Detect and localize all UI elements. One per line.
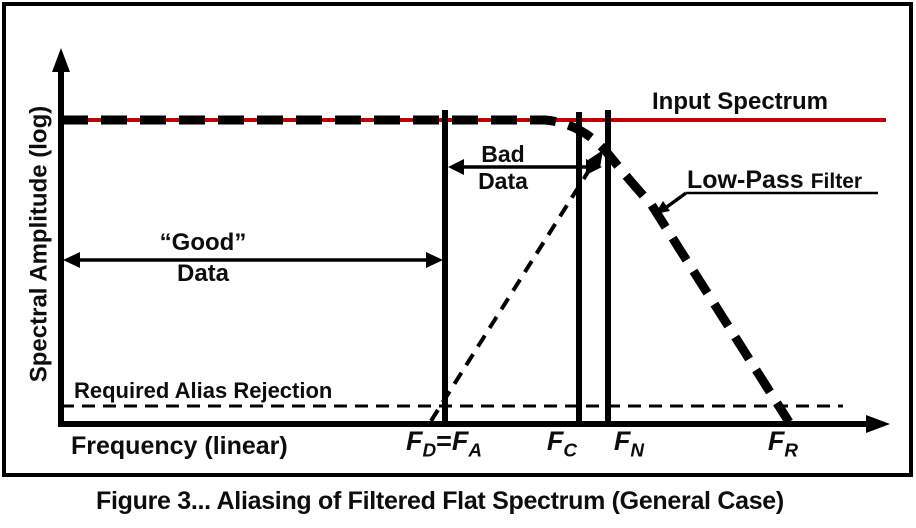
input-spectrum-label: Input Spectrum bbox=[651, 88, 829, 115]
bad-data-arrow-right-icon bbox=[586, 159, 602, 175]
plot-frame bbox=[2, 2, 913, 477]
fn-subscript: N bbox=[630, 440, 645, 462]
bad-data-line1: Bad bbox=[481, 141, 525, 167]
bad-data-line2: Data bbox=[478, 168, 528, 195]
y-axis-label: Spectral Amplitude (log) bbox=[25, 105, 53, 383]
bad-data-label: Bad Data bbox=[478, 142, 528, 193]
fa-symbol: F bbox=[451, 426, 469, 456]
lowpass-label-main: Low-Pass bbox=[687, 166, 804, 194]
y-axis-arrow-icon bbox=[52, 48, 70, 72]
aliased-spectrum-arrow-icon bbox=[588, 150, 603, 168]
fr-symbol: F bbox=[767, 426, 785, 456]
fd-subscript: D bbox=[422, 440, 437, 462]
x-tick-fc: FC bbox=[547, 427, 577, 461]
fr-subscript: R bbox=[784, 440, 799, 462]
equals-sign: = bbox=[436, 426, 452, 456]
figure-caption: Figure 3... Aliasing of Filtered Flat Sp… bbox=[96, 487, 784, 515]
fd-symbol: F bbox=[405, 426, 423, 456]
lowpass-filter-label: Low-Pass Filter bbox=[687, 167, 862, 193]
fa-subscript: A bbox=[468, 440, 483, 462]
lowpass-label-secondary: Filter bbox=[810, 170, 863, 193]
bad-data-arrow-left-icon bbox=[448, 159, 464, 175]
x-tick-fn: FN bbox=[614, 427, 644, 461]
good-data-line2: Data bbox=[176, 260, 230, 288]
good-data-arrow-left-icon bbox=[63, 252, 80, 268]
aliased-spectrum-line bbox=[429, 162, 595, 423]
good-data-line1: “Good” bbox=[159, 229, 247, 256]
x-tick-fr: FR bbox=[768, 427, 798, 461]
fn-symbol: F bbox=[613, 426, 631, 456]
x-axis-arrow-icon bbox=[866, 415, 890, 433]
lowpass-callout-arrow-icon bbox=[655, 201, 670, 214]
fc-subscript: C bbox=[563, 440, 578, 462]
lowpass-callout-arrow-line bbox=[662, 191, 688, 211]
good-data-label: “Good” Data bbox=[159, 229, 247, 288]
fc-symbol: F bbox=[546, 426, 564, 456]
x-axis-label: Frequency (linear) bbox=[71, 432, 288, 460]
x-tick-fd-fa: FD=FA bbox=[406, 427, 482, 461]
required-alias-rejection-label: Required Alias Rejection bbox=[74, 378, 333, 403]
good-data-arrow-right-icon bbox=[426, 252, 443, 268]
